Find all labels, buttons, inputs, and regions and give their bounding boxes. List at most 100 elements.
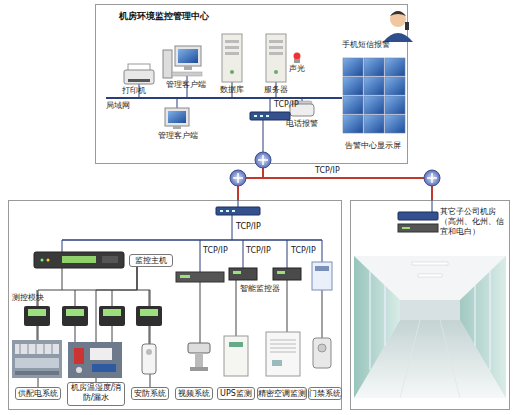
monitoring-host [34,252,124,268]
network-caption: 局域网 [106,101,130,111]
network-switch [220,210,223,212]
sensor-photo [74,348,84,364]
person-icon [390,11,406,16]
panel-title: 机房环境监控管理中心 [119,11,209,21]
door-controller [312,262,332,290]
edge-label: TCP/IP [315,166,340,176]
measurement-module [66,309,84,316]
lan-wire [270,98,271,112]
power-cabinet-photo [15,344,59,354]
server-room-photo [400,320,460,398]
security-device [142,344,156,374]
display-wall [385,77,405,95]
air-conditioner [266,332,300,376]
air-conditioner [272,360,282,366]
client-computer-icon [165,108,189,129]
printer-icon [128,79,150,82]
display-wall [385,115,405,133]
router-icon [230,170,246,186]
alarm-beacon [294,53,301,60]
signal-wire [75,326,76,342]
server-icon [266,34,286,82]
measurement-module [103,309,121,316]
alarm-beacon [294,59,300,63]
lan-wire [287,240,288,268]
smart-monitor [233,271,241,274]
alarm-beacon [294,53,301,64]
sensor-photo [68,342,122,378]
display-wall [343,58,405,133]
client-computer-icon [165,108,189,126]
sensor-photo [68,342,122,378]
display-wall [385,58,405,76]
card-reader [318,344,326,352]
panel-text: TCP/IP [236,222,261,232]
device-caption: 告警中心显示屏 [345,141,401,151]
network-switch [254,115,257,117]
host-label-box: 监控主机 [129,254,173,267]
power-cabinet-photo [15,358,59,368]
lan-wire [200,240,201,272]
measurement-module [140,309,158,316]
signal-wire [37,326,38,340]
client-computer-icon [163,46,202,78]
system-box: 视频系统 [175,387,213,400]
video-encoder [180,275,190,278]
lan-wire [243,240,244,268]
server-room-photo [354,256,400,398]
ups-cabinet [224,336,248,376]
network-switch [266,115,269,117]
smart-monitor [273,268,301,280]
router-icon [255,152,271,168]
signal-wire [149,326,150,344]
display-wall [343,115,363,133]
display-wall [364,96,384,114]
security-device [142,344,156,374]
client-computer-icon [168,111,186,123]
server-room-photo [370,271,490,370]
device-caption: 服务器 [264,85,288,95]
printer-icon [124,70,154,84]
router-icon [427,173,437,183]
system-box: 安防系统 [131,387,169,400]
lan-wire [106,97,342,99]
monitoring-host [34,252,124,268]
system-box: 供配电系统 [15,387,61,400]
server-room-photo [460,256,506,398]
measurement-module [24,306,50,326]
camera-icon [188,343,210,353]
network-switch [402,227,410,229]
router-icon [230,170,246,186]
server-room-photo [354,256,506,398]
lan-wire [232,215,233,240]
ups-cabinet [224,336,248,376]
device-caption: 打印机 [122,86,146,96]
server-icon [269,40,283,43]
power-cabinet-photo [12,340,62,378]
card-reader [313,338,331,368]
database-server-icon [222,34,242,82]
network-switch [232,210,235,212]
measurement-module [99,306,125,326]
network-switch [398,224,438,232]
sensor-photo [76,367,82,373]
network-switch [216,207,260,215]
video-encoder [176,272,224,282]
router-icon [424,170,440,186]
server-room-photo [400,300,460,320]
signal-wire [112,326,113,342]
display-wall [364,115,384,133]
smart-monitor [229,268,301,280]
signal-wire [112,290,113,306]
person-icon [405,22,409,30]
client-computer-icon [175,46,201,66]
measurement-module [62,306,88,326]
server-icon [269,52,283,55]
lan-wire [322,240,323,262]
power-cabinet-photo [15,371,59,375]
lan-wire [263,120,264,152]
measurement-module [28,309,46,316]
network-switch [226,210,229,212]
